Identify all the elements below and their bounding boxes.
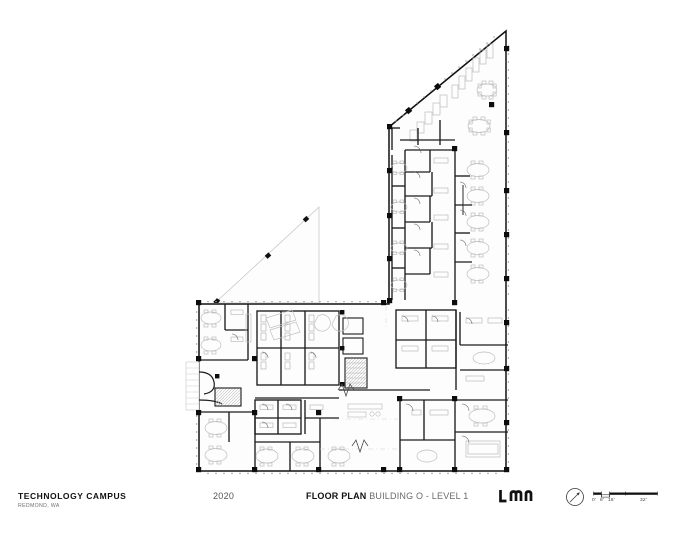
sheet-title-secondary: BUILDING O - LEVEL 1 (366, 491, 469, 501)
scale-tick-2: 16' (608, 498, 615, 503)
break-symbols (337, 383, 369, 454)
south-east-offices (395, 309, 508, 390)
scale-tick-3: 32' (640, 498, 647, 503)
sheet-title: FLOOR PLAN BUILDING O - LEVEL 1 (306, 491, 468, 501)
drawing-year: 2020 (213, 491, 235, 501)
west-open-office (199, 304, 249, 361)
north-wing-partitions (391, 120, 472, 300)
graphic-scale-bar (593, 491, 658, 498)
north-arrow-icon (566, 488, 584, 506)
title-block: TECHNOLOGY CAMPUS REDMOND, WA 2020 FLOOR… (0, 482, 700, 540)
scale-bar-labels: 0' 8' 16' 32' (592, 498, 672, 510)
south-west-offices (254, 399, 339, 435)
project-identification: TECHNOLOGY CAMPUS REDMOND, WA (18, 491, 126, 509)
west-entry-canopy (213, 206, 320, 305)
sheet-title-primary: FLOOR PLAN (306, 491, 367, 501)
central-lounge (245, 309, 430, 418)
project-name: TECHNOLOGY CAMPUS (18, 491, 127, 501)
building-floor-fill (198, 31, 508, 473)
building-core (256, 310, 368, 389)
grid-reference-lines (320, 306, 400, 450)
main-stair (344, 357, 368, 389)
north-wing-west-workstations (390, 157, 464, 292)
lmn-logo (499, 490, 533, 503)
project-location: REDMOND, WA (18, 503, 60, 509)
scale-tick-0: 0' (592, 498, 596, 503)
door-swings (231, 145, 473, 444)
scale-tick-1: 8' (600, 498, 604, 503)
structural-columns (196, 46, 510, 473)
north-wing-open-office (409, 43, 498, 284)
curtainwall-mullions (195, 36, 510, 475)
west-entry-vestibule (185, 361, 242, 411)
